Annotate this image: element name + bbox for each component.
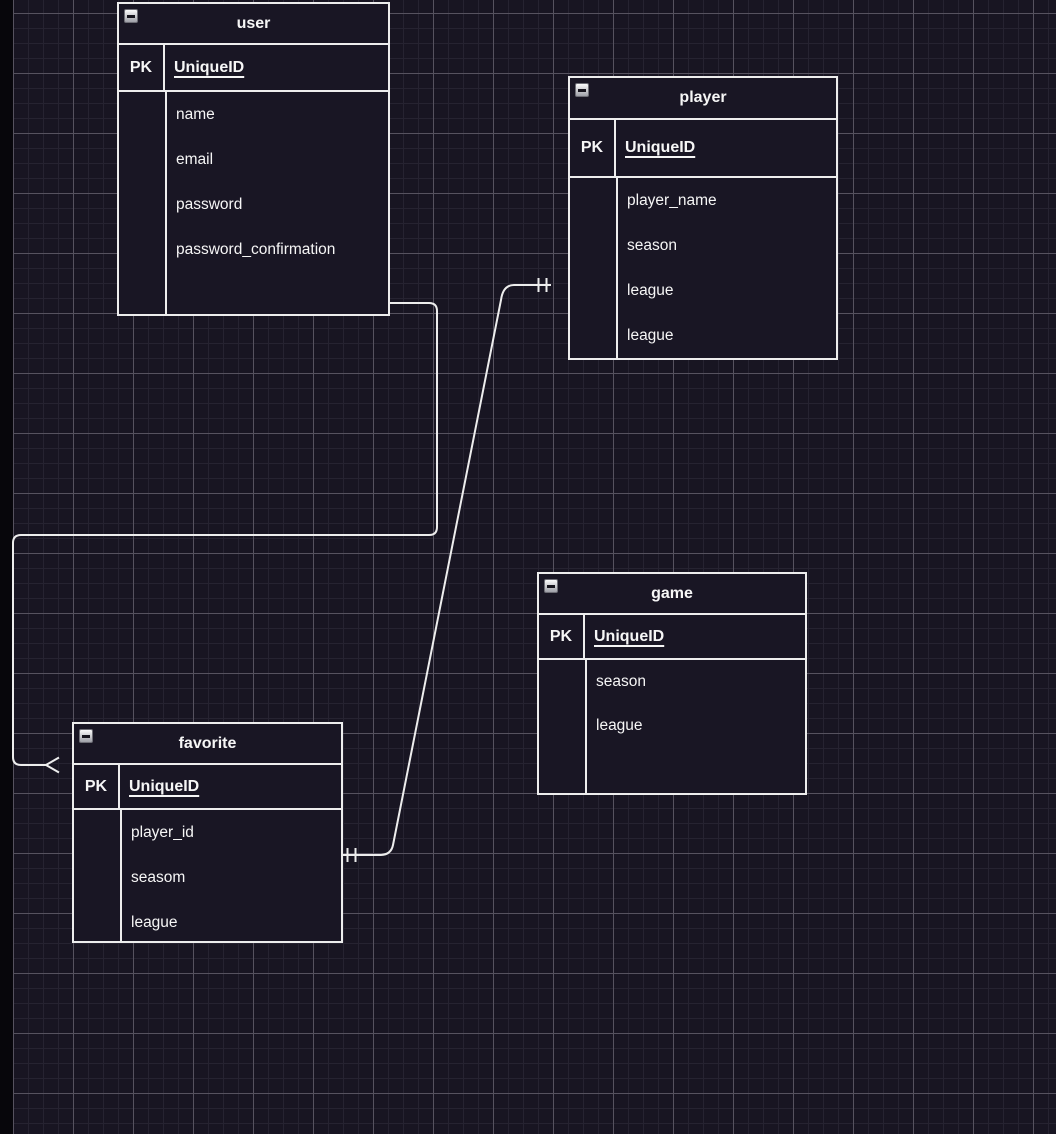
entity-user-header: user — [119, 4, 388, 45]
field-name: password_confirmation — [176, 240, 336, 258]
field-row[interactable]: password_confirmation — [119, 227, 388, 272]
entity-user-fields: name email password password_confirmatio… — [119, 92, 388, 314]
field-name: league — [131, 913, 178, 931]
field-row[interactable]: password — [119, 182, 388, 227]
field-name: season — [627, 236, 677, 254]
field-row[interactable]: name — [119, 92, 388, 137]
entity-game-header: game — [539, 574, 805, 615]
entity-title: player — [679, 89, 727, 106]
field-row[interactable]: league — [74, 900, 341, 941]
collapse-minus-icon — [547, 584, 555, 588]
relationship-favorite-player[interactable] — [343, 278, 551, 862]
field-row[interactable]: seasom — [74, 855, 341, 900]
field-name: player_id — [131, 823, 194, 841]
pk-label: PK — [74, 765, 120, 808]
entity-favorite[interactable]: favorite PK UniqueID player_id seasom le… — [72, 722, 343, 943]
field-name: league — [627, 326, 674, 344]
entity-player-header: player — [570, 78, 836, 120]
entity-game-fields: season league — [539, 660, 805, 793]
collapse-icon[interactable] — [79, 729, 93, 743]
edge-favorite-player-line[interactable] — [343, 284, 551, 856]
relationship-user-favorite[interactable] — [12, 302, 438, 774]
field-name: email — [176, 150, 214, 168]
field-row[interactable]: league — [570, 313, 836, 358]
pk-row[interactable]: PK UniqueID — [570, 120, 836, 178]
entity-game[interactable]: game PK UniqueID season league — [537, 572, 807, 795]
collapse-minus-icon — [127, 14, 135, 18]
collapse-icon[interactable] — [124, 9, 138, 23]
entity-favorite-fields: player_id seasom league — [74, 810, 341, 941]
field-name: league — [627, 281, 674, 299]
collapse-icon[interactable] — [544, 579, 558, 593]
pk-row[interactable]: PK UniqueID — [74, 765, 341, 810]
pk-field-name: UniqueID — [594, 627, 665, 645]
field-name: league — [596, 717, 643, 734]
field-row[interactable]: player_id — [74, 810, 341, 855]
collapse-icon[interactable] — [575, 83, 589, 97]
pk-field-name: UniqueID — [129, 777, 200, 795]
pk-field-name: UniqueID — [625, 139, 696, 156]
pk-row[interactable]: PK UniqueID — [539, 615, 805, 660]
field-name: seasom — [131, 868, 186, 886]
pk-label: PK — [539, 615, 585, 658]
canvas-edge-strip — [0, 0, 13, 1134]
entity-title: favorite — [178, 734, 237, 752]
field-name: season — [596, 673, 646, 690]
field-row[interactable]: email — [119, 137, 388, 182]
entity-player[interactable]: player PK UniqueID player_name season le… — [568, 76, 838, 360]
collapse-minus-icon — [82, 734, 90, 738]
field-row[interactable]: league — [539, 704, 805, 748]
field-row[interactable]: season — [570, 223, 836, 268]
field-name: name — [176, 105, 215, 123]
field-row[interactable]: league — [570, 268, 836, 313]
field-name: password — [176, 195, 243, 213]
one-double-tick-icon-favorite-end[interactable] — [346, 848, 357, 862]
crows-foot-many-icon[interactable] — [45, 756, 60, 774]
entity-player-fields: player_name season league league — [570, 178, 836, 358]
field-row[interactable]: player_name — [570, 178, 836, 223]
entity-user[interactable]: user PK UniqueID name email password pas… — [117, 2, 390, 316]
entity-title: user — [236, 14, 271, 32]
edge-user-favorite-line[interactable] — [12, 302, 438, 766]
pk-field-name: UniqueID — [174, 58, 245, 76]
entity-title: game — [651, 584, 693, 602]
field-name: player_name — [627, 191, 717, 209]
pk-label: PK — [570, 120, 616, 176]
pk-row[interactable]: PK UniqueID — [119, 45, 388, 92]
one-double-tick-icon-player-end[interactable] — [537, 278, 548, 292]
collapse-minus-icon — [578, 88, 586, 92]
field-row[interactable]: season — [539, 660, 805, 704]
pk-label: PK — [119, 45, 165, 90]
entity-favorite-header: favorite — [74, 724, 341, 765]
